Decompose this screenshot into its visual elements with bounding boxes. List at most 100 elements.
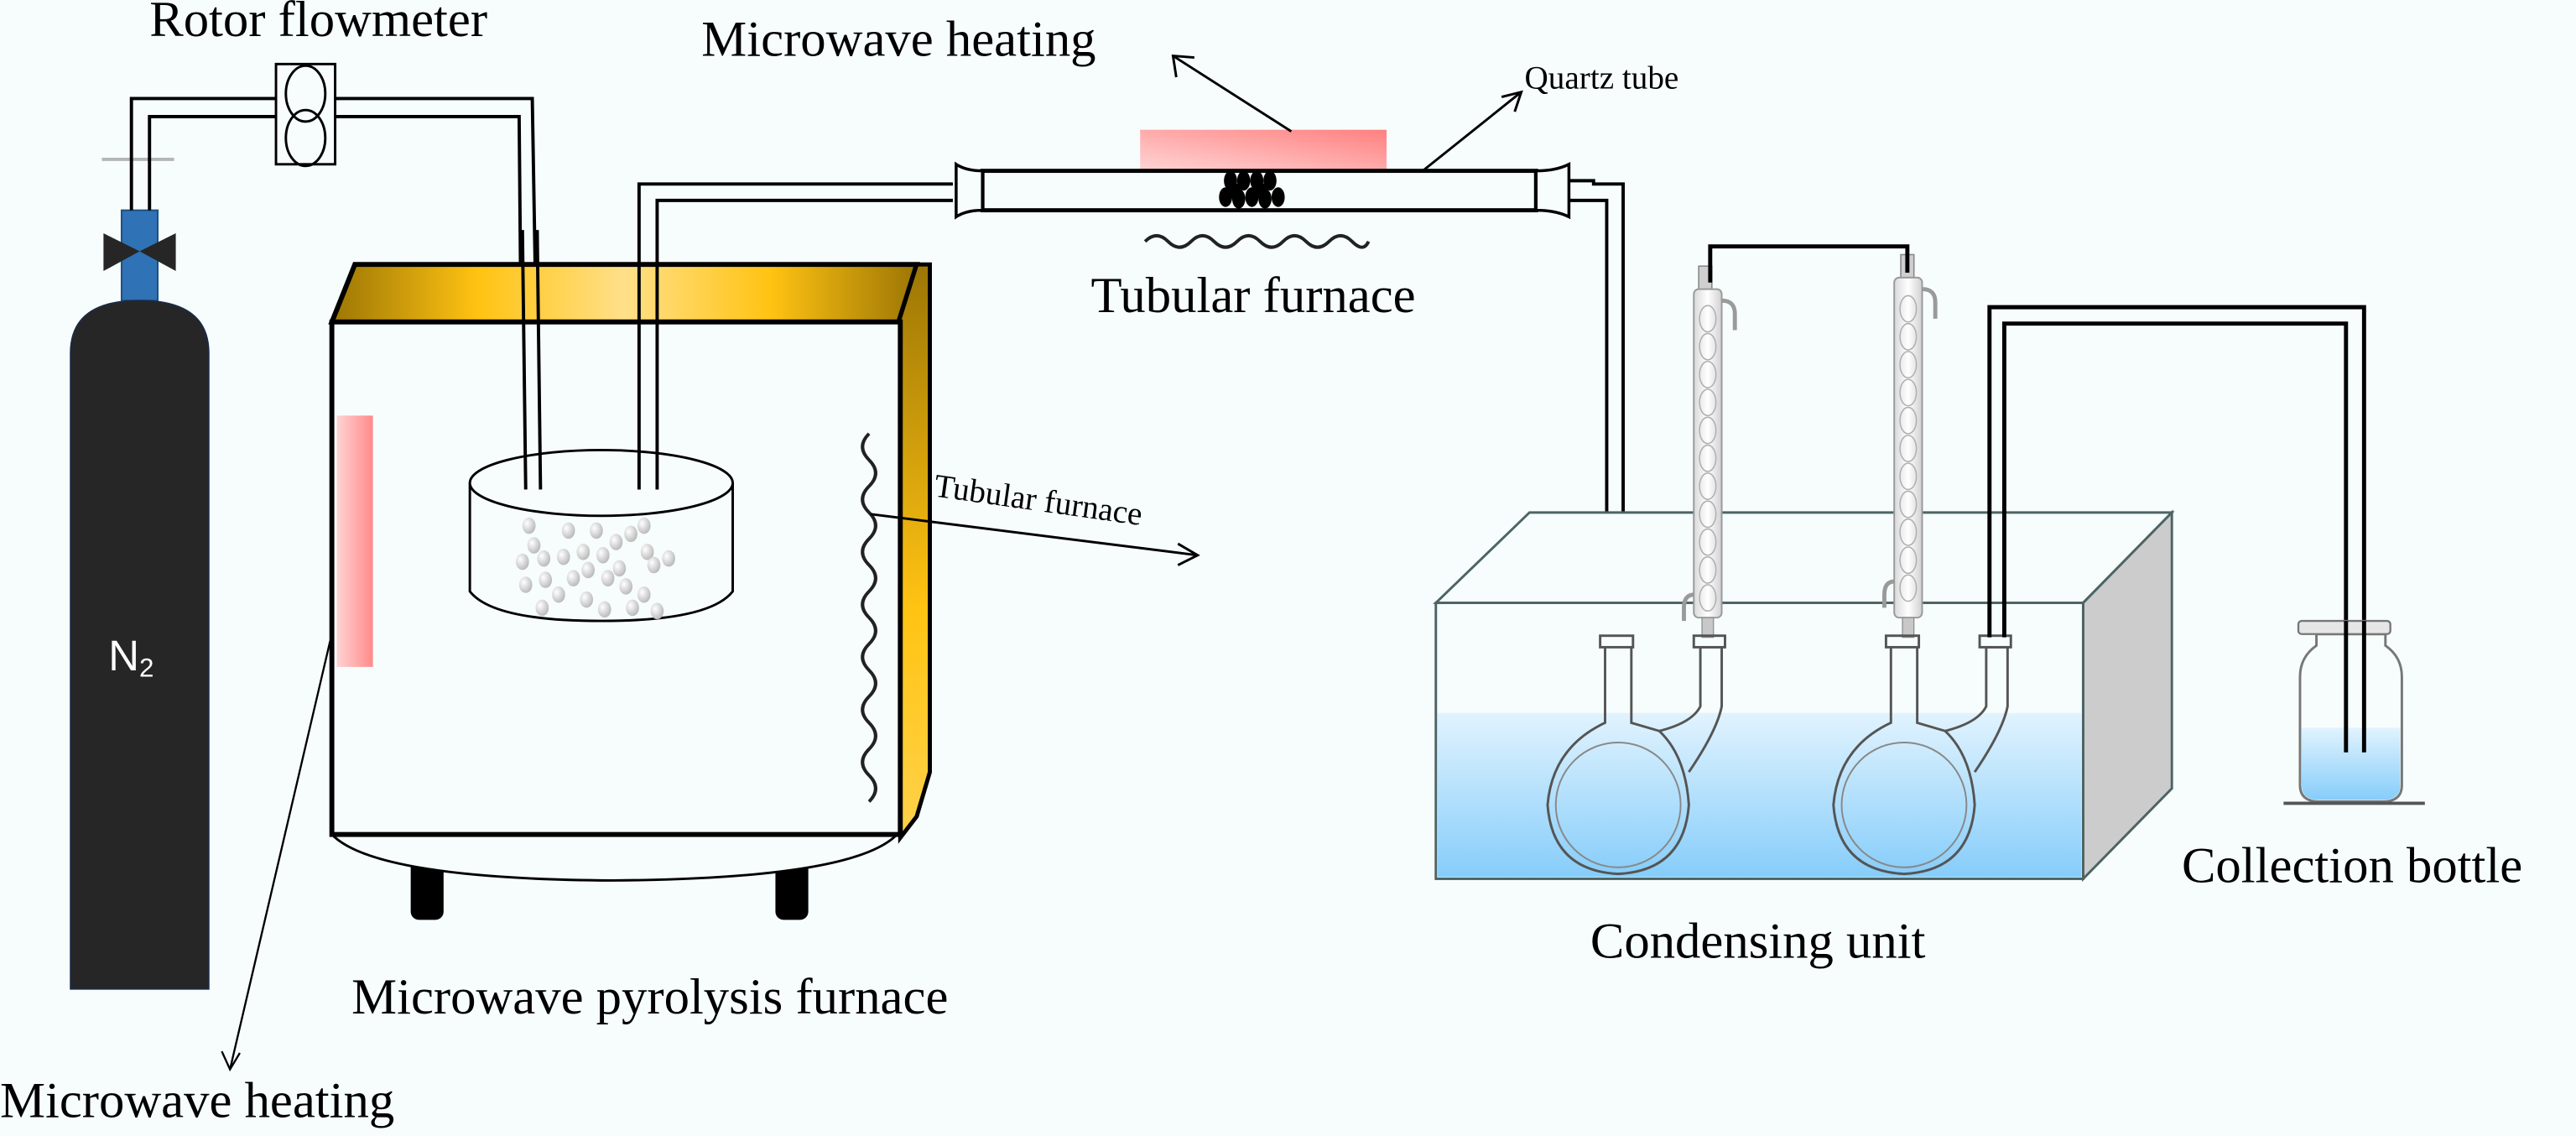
quartz-tube-right-end [1534,161,1571,220]
label-microwave-heating-top: Microwave heating [701,12,1095,68]
n2-cylinder: N2 [70,157,210,990]
condenser-bulb [1699,388,1717,417]
label-microwave-pyrolysis-furnace: Microwave pyrolysis furnace [351,969,948,1025]
sample-bead [527,537,541,554]
rotor-flowmeter [274,62,337,168]
sample-bead [640,544,654,560]
tubular-furnace [955,129,1571,249]
sample-bead [619,578,633,595]
condensing-unit [1433,244,2175,883]
condenser-bulb [1899,351,1918,379]
tube-wavy-heater-icon [1143,234,1371,249]
sample-bead [515,553,529,571]
condenser-bulb [1899,574,1918,602]
valve-handle-right-icon [139,233,176,272]
sample-bead [601,570,615,586]
catalyst-packing [1219,170,1285,209]
condenser-bulb [1699,528,1717,556]
label-microwave-heating-bottom: Microwave heating [0,1072,394,1128]
flask-left [1546,634,1726,876]
microwave-pyrolysis-furnace [328,262,932,920]
condenser-bulbs [1699,294,1918,612]
furnace-pipes [520,182,953,490]
sample-bead [561,522,575,539]
label-tubular-furnace-top: Tubular furnace [1090,268,1415,324]
sample-bead [612,560,627,577]
arrow-head-icon [1171,54,1194,78]
sample-bead [552,586,565,603]
sample-bead [556,548,570,565]
sample-bead [637,586,651,603]
sample-bead [650,602,664,620]
condenser-bulb [1699,584,1717,612]
flask-right [1832,634,2012,876]
condenser-bridge-pipe [1708,244,1910,283]
sample-bead [626,599,639,617]
sample-bead [624,525,637,543]
cylinder-body [70,300,210,990]
sample-bead [576,544,591,560]
tube-heating-element [1140,129,1387,169]
condenser-bulb [1899,406,1918,435]
label-rotor-flowmeter: Rotor flowmeter [149,0,487,48]
cooling-water [1437,712,2082,878]
label-condensing-unit: Condensing unit [1590,913,1926,969]
flowmeter-rotor-upper [284,64,327,123]
condenser-bulb [1899,462,1918,491]
furnace-heating-element [336,415,373,667]
quartz-tube-annotation [1422,90,1523,172]
valve-handle-left-icon [103,233,140,272]
condenser-bulb [1899,322,1918,351]
bottom-heating-annotation [221,640,331,1072]
sample-bead [637,517,651,534]
sample-bead [518,576,533,593]
furnace-side-panel [896,262,932,844]
label-collection-bottle: Collection bottle [2182,837,2522,894]
condenser-bulb [1899,546,1918,575]
outlet-line [1569,179,1626,638]
collection-bottle [2283,619,2425,805]
furnace-base [330,833,898,882]
condenser-bulb [1899,490,1918,518]
furnace-wavy-heater-icon [861,432,877,803]
condenser-bulb [1899,518,1918,546]
sample-bead [522,517,536,534]
top-heating-annotation [1171,54,1293,133]
sample-bead [597,601,611,618]
sample-bead [609,534,623,550]
condenser-bulb [1699,500,1717,529]
sample-bead [535,599,549,617]
tank-top [1433,511,2175,605]
furnace-lid [328,262,920,325]
condenser-bulb [1699,360,1717,388]
label-quartz-tube: Quartz tube [1525,60,1679,96]
collection-line [1987,305,2366,753]
condenser-bulb [1699,555,1717,584]
sample-bead [596,546,610,564]
sample-bead [662,550,675,567]
arrow-head-icon [1501,90,1523,112]
sample-bead [566,570,580,586]
arrow-head-icon [1177,542,1200,566]
condenser-bulb [1899,294,1918,323]
sample-beads [515,517,675,620]
cylinder-label: N2 [108,632,154,683]
sample-bead [590,522,603,539]
condenser-bulb [1899,435,1918,462]
sample-bead [581,561,595,579]
condenser-bulb [1699,416,1717,445]
sample-bead [647,556,661,574]
sample-bead [580,591,594,608]
condenser-bulb [1699,444,1717,472]
condenser-bulb [1699,472,1717,500]
condenser-bulb [1899,378,1918,407]
condenser-bulb [1699,305,1717,333]
crucible [468,448,734,623]
condenser-bulb [1699,332,1717,361]
quartz-tube-left-end [955,161,984,220]
flowmeter-rotor-lower [284,108,327,168]
sample-bead [537,550,551,567]
collected-liquid [2301,727,2401,800]
